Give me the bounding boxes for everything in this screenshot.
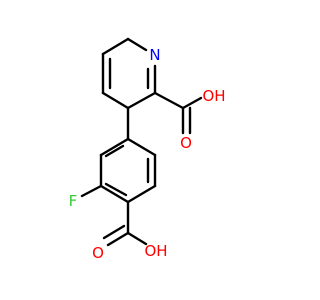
bond (80, 184, 103, 198)
molecule-drawing: N O OH F O OH (69, 37, 226, 262)
molecule-structure: N O OH F O OH (69, 37, 226, 262)
bond (126, 137, 157, 157)
bond (153, 91, 185, 110)
bond (101, 91, 130, 110)
atom-labels: N O OH F O OH (69, 46, 226, 262)
bond (99, 137, 130, 157)
nitrogen-label: N (149, 46, 160, 64)
bond (102, 224, 126, 240)
bond (104, 182, 128, 197)
bond (181, 96, 203, 110)
bond (126, 184, 157, 204)
hydroxyl-label: OH (144, 242, 167, 260)
fluorine-label: F (69, 192, 78, 210)
bond (126, 91, 157, 110)
bonds (80, 37, 203, 247)
oxygen-label: O (180, 134, 192, 152)
hydroxyl-label: OH (202, 87, 225, 105)
bond (126, 37, 148, 52)
bond (106, 231, 130, 247)
bond (99, 184, 130, 204)
bond (101, 37, 130, 56)
bond (126, 231, 148, 246)
bond (104, 144, 125, 158)
oxygen-label: O (92, 244, 104, 262)
